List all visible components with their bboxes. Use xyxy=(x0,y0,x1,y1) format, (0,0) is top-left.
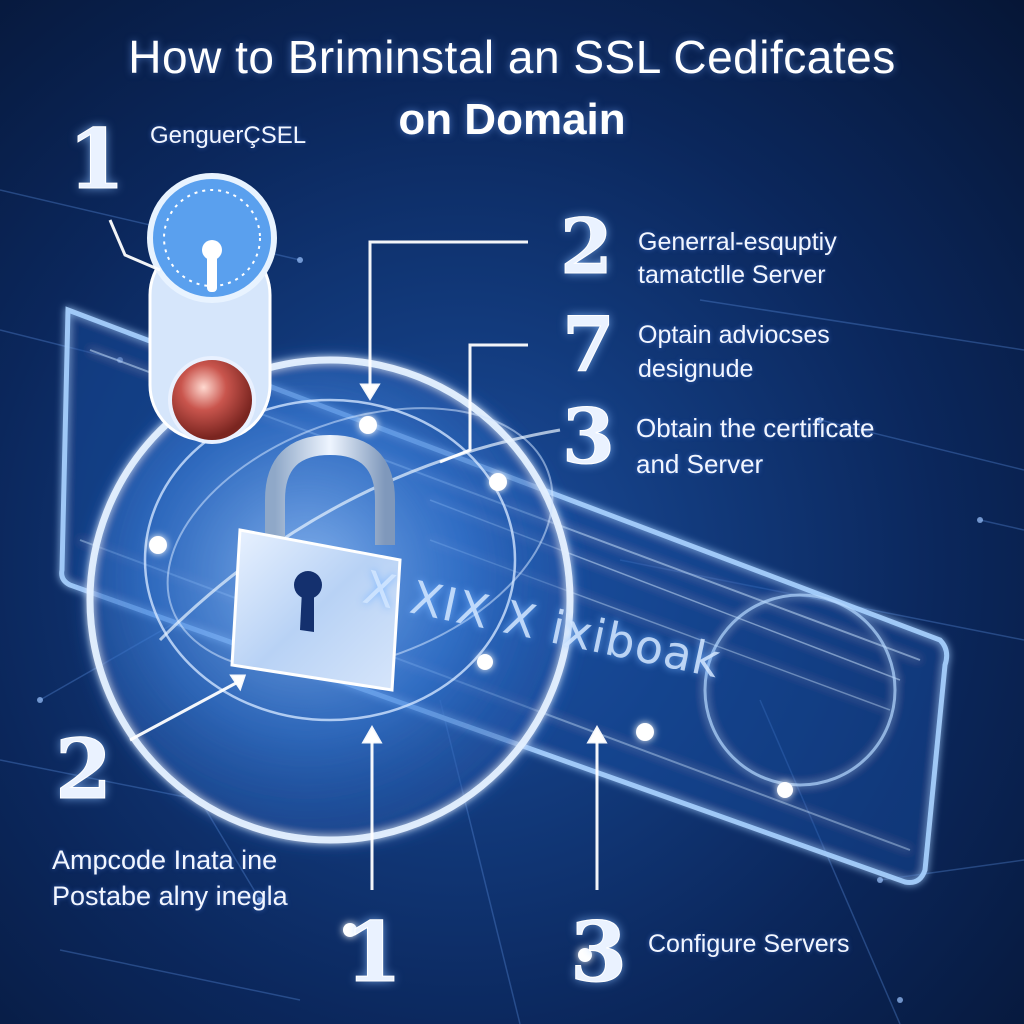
step-label-line: tamatctlle Server xyxy=(638,261,826,289)
page-title: How to Briminstal an SSL Cedifcates xyxy=(128,31,896,83)
step-label: Optain adviocses designude xyxy=(638,318,830,386)
step-label: GenguerÇSEL xyxy=(150,122,306,150)
step-number: 2 xyxy=(560,202,614,292)
gauge-icon xyxy=(147,173,277,444)
step-label-line: Ampcode Inata ine xyxy=(52,845,278,875)
callout-lines xyxy=(108,219,608,890)
step-number: 3 xyxy=(569,905,628,1002)
step-label: Obtain the certificate and Server xyxy=(636,410,874,482)
step-number: 1 xyxy=(344,905,403,1002)
step-label-line: GenguerÇSEL xyxy=(150,122,307,149)
step-label: Ampcode Inata ine Postabe alny inegla xyxy=(52,842,288,914)
page-subtitle: on Domain xyxy=(398,95,626,144)
step-number: 2 xyxy=(54,722,113,819)
step-number: 7 xyxy=(562,300,616,390)
step-label-line: designude xyxy=(638,355,754,383)
step-number: 1 xyxy=(67,112,126,209)
step-label: Configure Servers xyxy=(648,930,849,959)
step-label-line: and Server xyxy=(636,449,764,479)
step-label-line: Obtain the certificate xyxy=(636,413,875,443)
step-label: Generral-esquptiy tamatctlle Server xyxy=(638,226,837,292)
step-label-line: Configure Servers xyxy=(648,930,850,958)
step-number: 3 xyxy=(562,392,616,482)
padlock-icon xyxy=(230,434,402,692)
glow-nodes xyxy=(149,416,793,962)
step-label-line: Postabe alny inegla xyxy=(52,881,288,911)
step-label-line: Generral-esquptiy xyxy=(638,228,837,256)
step-label-line: Optain adviocses xyxy=(638,321,830,349)
